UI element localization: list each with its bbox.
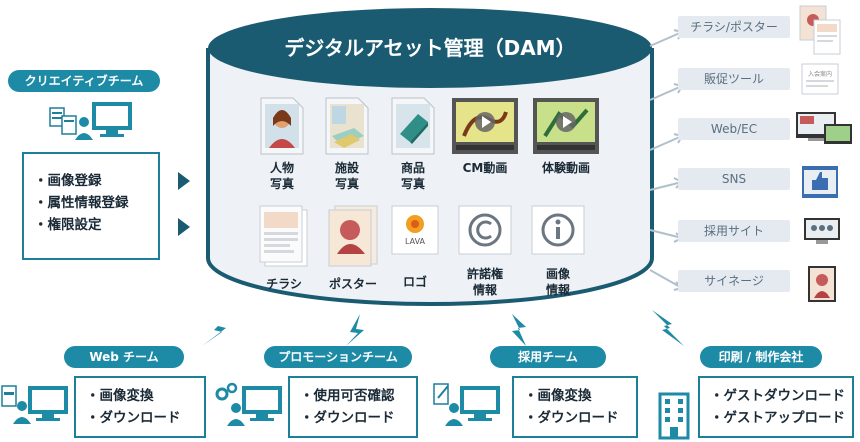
print-company-pill: 印刷 / 制作会社 — [700, 346, 822, 368]
dam-title: デジタルアセット管理（DAM） — [284, 36, 576, 60]
asset-facility-photo: 施設 写真 — [322, 96, 372, 192]
print-company-task-box: ・ゲストダウンロード ・ゲストアップロード — [698, 376, 854, 438]
output-promo-tools: 販促ツール — [678, 68, 790, 90]
sns-thumb — [802, 166, 838, 198]
output-web-ec: Web/EC — [678, 118, 790, 140]
asset-flyer: チラシ — [256, 204, 312, 292]
creative-task-box: ・画像登録 ・属性情報登録 ・権限設定 — [22, 152, 160, 260]
building-icon — [658, 392, 690, 440]
svg-text:LAVA: LAVA — [405, 237, 426, 246]
promotion-team-icon — [215, 382, 282, 426]
recruit-team-task-box: ・画像変換 ・ダウンロード — [512, 376, 638, 438]
output-flyer-poster: チラシ/ポスター — [678, 16, 790, 38]
product-photo-icon — [391, 97, 435, 155]
asset-copyright: 許諾権 情報 — [456, 204, 514, 298]
recruit-team-icon — [433, 383, 500, 426]
flyer-poster-thumb — [799, 5, 841, 55]
promotion-team-task-box: ・使用可否確認 ・ダウンロード — [288, 376, 418, 438]
output-sns: SNS — [678, 168, 790, 190]
recruit-team-pill: 採用チーム — [490, 346, 606, 368]
flyer-icon — [259, 205, 308, 267]
person-photo-icon — [260, 97, 304, 155]
web-team-task-box: ・画像変換 ・ダウンロード — [74, 376, 206, 438]
info-icon — [531, 205, 585, 255]
asset-product-photo: 商品 写真 — [388, 96, 438, 192]
facility-photo-icon — [325, 97, 369, 155]
output-recruit-site: 採用サイト — [678, 220, 790, 242]
copyright-icon — [458, 205, 512, 255]
arrows-into-dam — [178, 172, 190, 236]
asset-logo: LAVA ロゴ — [390, 204, 440, 290]
recruit-site-thumb — [804, 218, 840, 244]
asset-experience-video: 体験動画 — [528, 96, 604, 176]
asset-poster: ポスター — [322, 204, 384, 292]
connector-bolts — [202, 310, 684, 346]
promotion-team-pill: プロモーションチーム — [264, 346, 412, 368]
asset-image-info: 画像 情報 — [530, 204, 586, 298]
creative-team-pill: クリエイティブチーム — [8, 70, 160, 92]
svg-text:入会案内: 入会案内 — [808, 70, 832, 78]
promo-tool-thumb: 入会案内 — [801, 63, 839, 95]
web-ec-thumb — [796, 112, 852, 144]
experience-video-icon — [533, 98, 599, 154]
web-team-pill: Web チーム — [64, 346, 184, 368]
output-signage: サイネージ — [678, 270, 790, 292]
asset-cm-video: CM動画 — [450, 96, 520, 176]
asset-person-photo: 人物 写真 — [258, 96, 306, 192]
signage-thumb — [808, 266, 836, 302]
creative-team-icon — [49, 102, 132, 140]
cm-video-icon — [452, 98, 518, 154]
logo-icon: LAVA — [391, 205, 439, 255]
output-arrows — [649, 29, 684, 291]
poster-icon — [328, 205, 378, 267]
web-team-icon — [1, 385, 68, 424]
